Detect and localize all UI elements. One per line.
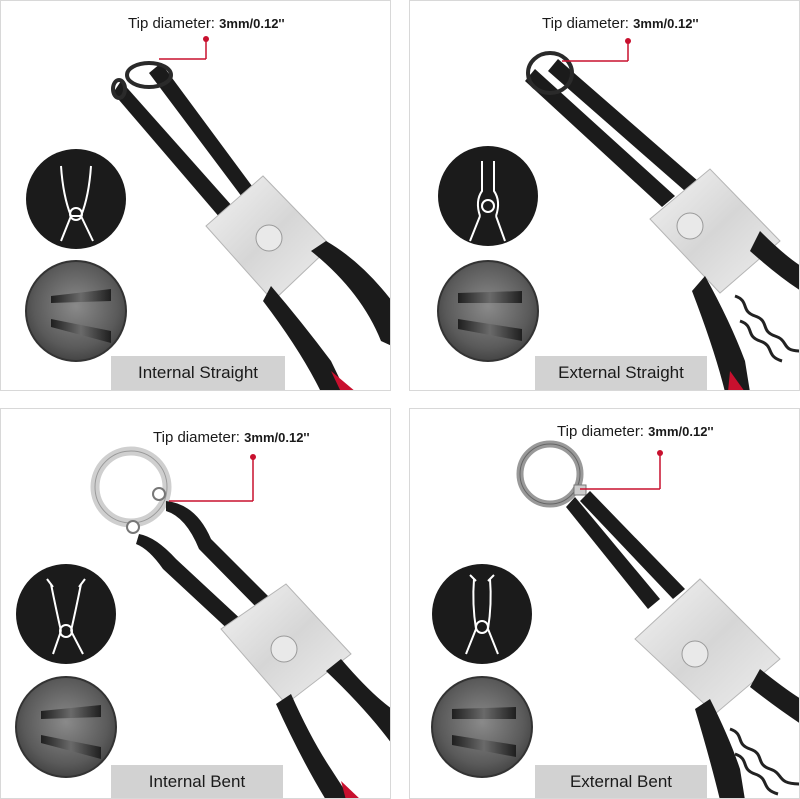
tip-diameter-label: Tip diameter:: [557, 423, 644, 440]
plier-type-icon: [16, 564, 116, 664]
usage-detail-icon: [431, 676, 533, 778]
product-type-label: External Bent: [535, 765, 707, 798]
external-straight-plier-illustration: [437, 38, 799, 390]
tip-diameter-callout: Tip diameter: 3mm/0.12'': [153, 429, 310, 446]
product-type-label: External Straight: [535, 356, 707, 390]
internal-bent-plier-illustration: [15, 446, 390, 798]
product-panel-external-straight: Tip diameter: 3mm/0.12'' External Straig…: [409, 0, 800, 391]
tip-diameter-value: 3mm/0.12'': [648, 424, 714, 439]
tip-diameter-callout: Tip diameter: 3mm/0.12'': [557, 423, 714, 440]
product-type-label: Internal Straight: [111, 356, 285, 390]
tip-diameter-callout: Tip diameter: 3mm/0.12'': [542, 15, 699, 32]
usage-detail-icon: [15, 676, 117, 778]
product-panel-internal-bent: Tip diameter: 3mm/0.12'' Internal Bent: [0, 408, 391, 799]
external-bent-plier-illustration: [431, 440, 799, 798]
plier-type-icon: [26, 149, 126, 249]
usage-detail-icon: [437, 260, 539, 362]
plier-type-icon: [438, 146, 538, 246]
plier-type-icon: [432, 564, 532, 664]
tip-diameter-callout: Tip diameter: 3mm/0.12'': [128, 15, 285, 32]
internal-straight-plier-illustration: [25, 36, 390, 390]
product-panel-external-bent: Tip diameter: 3mm/0.12'' External Bent: [409, 408, 800, 799]
product-type-label: Internal Bent: [111, 765, 283, 798]
tip-diameter-value: 3mm/0.12'': [244, 430, 310, 445]
tip-diameter-label: Tip diameter:: [128, 15, 215, 32]
tip-diameter-label: Tip diameter:: [542, 15, 629, 32]
product-panel-internal-straight: Tip diameter: 3mm/0.12'' Internal Straig…: [0, 0, 391, 391]
tip-diameter-value: 3mm/0.12'': [633, 16, 699, 31]
tip-diameter-value: 3mm/0.12'': [219, 16, 285, 31]
usage-detail-icon: [25, 260, 127, 362]
tip-diameter-label: Tip diameter:: [153, 429, 240, 446]
